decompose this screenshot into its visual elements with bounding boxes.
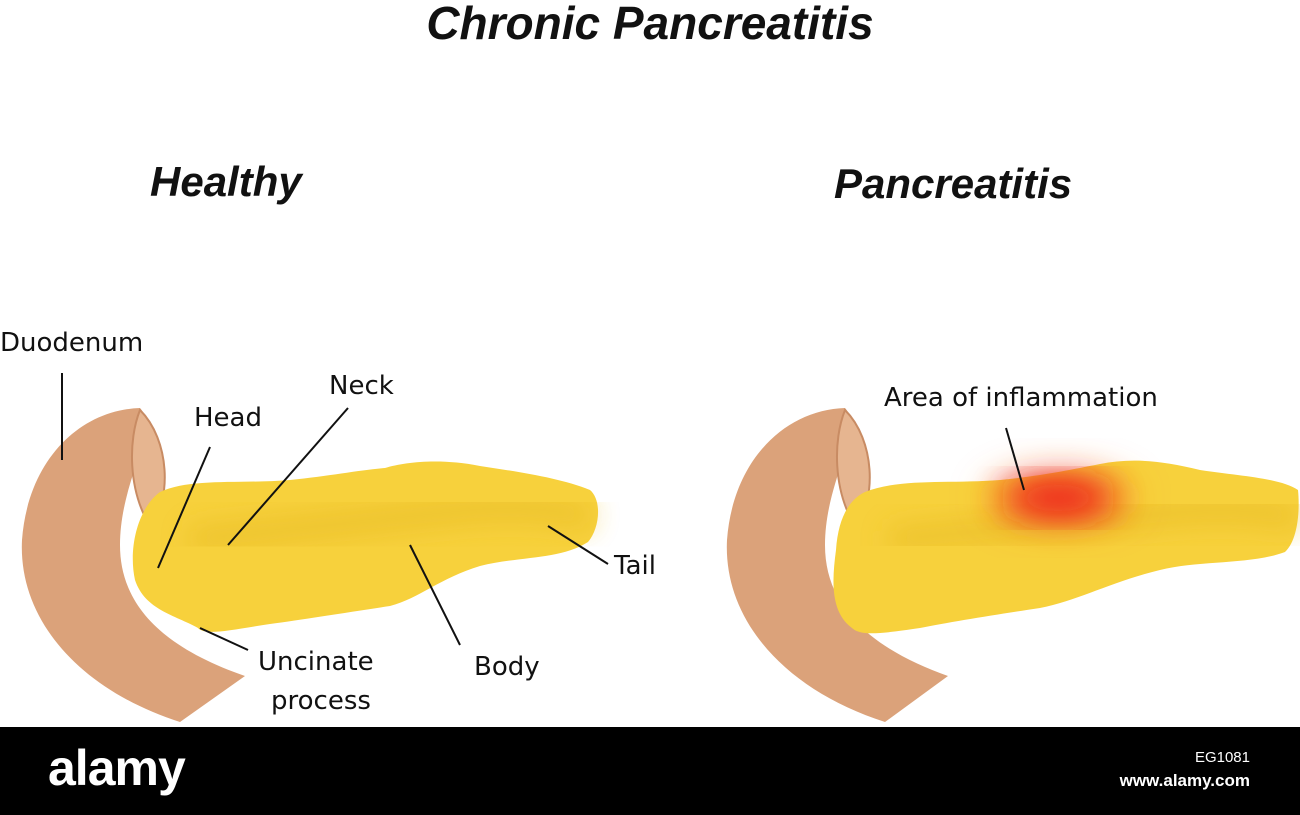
watermark-bar: alamy EG1081 www.alamy.com (0, 727, 1300, 815)
label-neck: Neck (329, 371, 394, 401)
image-id: EG1081 (1194, 749, 1250, 766)
healthy-panel-title: Healthy (150, 158, 302, 205)
label-uncinate-line2: process (271, 686, 371, 716)
label-tail: Tail (614, 551, 656, 581)
duodenum-shape (21, 408, 245, 722)
brand-logo: alamy (48, 740, 186, 796)
healthy-illustration (21, 373, 609, 722)
diagram-title: Chronic Pancreatitis (426, 0, 874, 49)
label-duodenum: Duodenum (0, 328, 144, 358)
label-head: Head (194, 403, 262, 433)
site-url: www.alamy.com (1119, 771, 1250, 790)
label-uncinate-line1: Uncinate (258, 647, 374, 677)
pancreatitis-illustration (726, 408, 1300, 722)
label-body: Body (474, 652, 540, 682)
pancreatitis-panel-title: Pancreatitis (834, 160, 1073, 207)
duodenum-shape-2 (726, 408, 948, 722)
label-inflammation: Area of inflammation (884, 383, 1158, 413)
